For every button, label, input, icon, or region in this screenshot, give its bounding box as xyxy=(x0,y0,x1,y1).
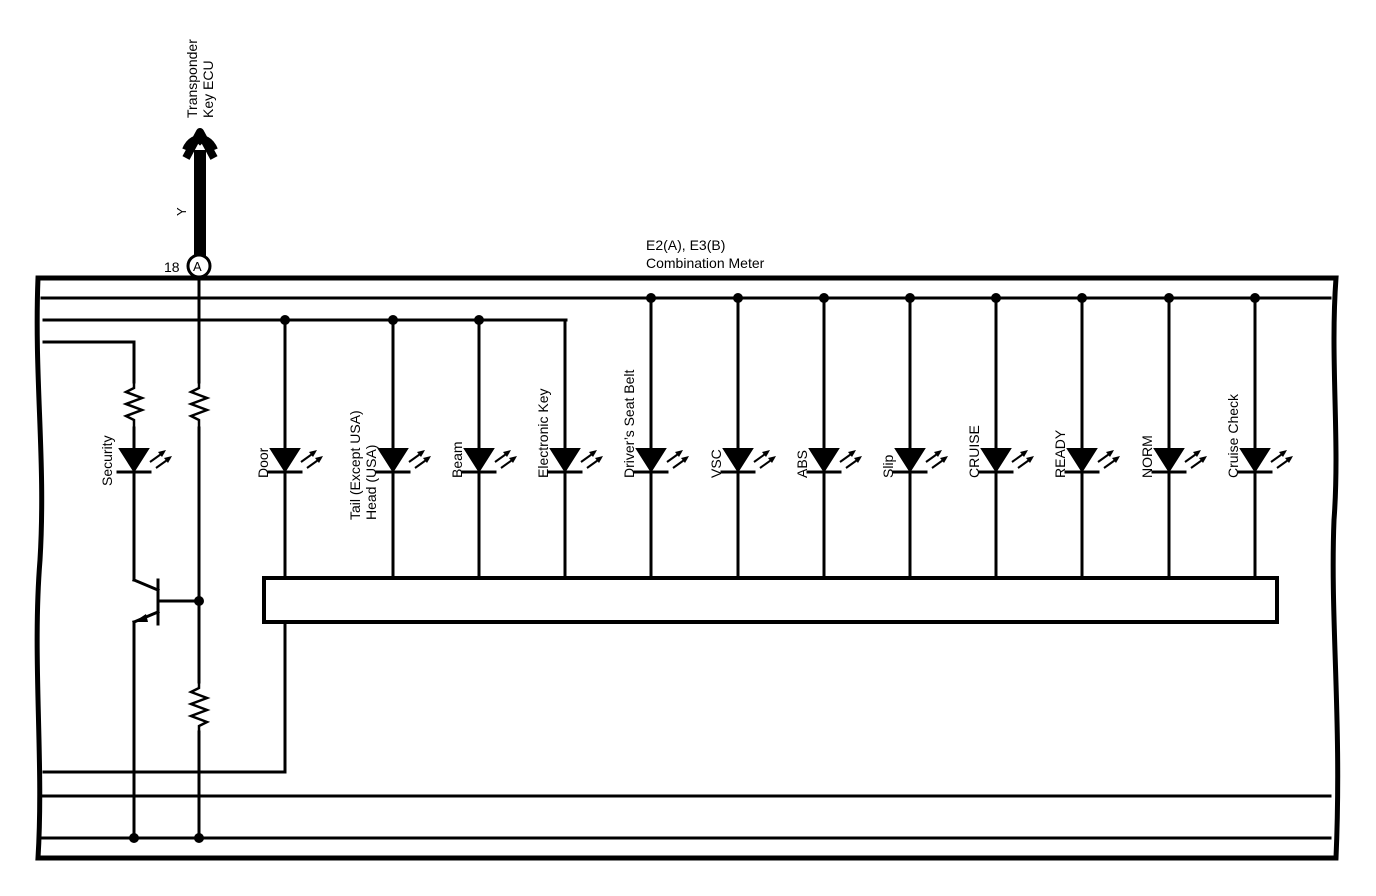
meter-housing-frame xyxy=(34,275,1341,861)
led-icon-cruise-check xyxy=(1237,448,1293,474)
channel-cruise: CRUISE xyxy=(966,293,1034,580)
meter-connectors-label: E2(A), E3(B) xyxy=(646,237,725,253)
channel-vsc: VSC xyxy=(708,293,776,580)
label-door: Door xyxy=(255,447,271,478)
led-icon-ready xyxy=(1064,448,1120,474)
channel-seat-belt: Driver’s Seat Belt xyxy=(621,293,689,580)
led-icon-slip xyxy=(892,448,948,474)
meter-name-label: Combination Meter xyxy=(646,255,765,271)
wire-color-label: Y xyxy=(174,207,189,216)
label-cruise-check: Cruise Check xyxy=(1225,393,1241,478)
security-led-icon xyxy=(116,448,172,474)
label-abs: ABS xyxy=(794,450,810,478)
led-icon-electronic-key xyxy=(547,448,603,474)
led-icon-cruise xyxy=(978,448,1034,474)
led-icon-abs xyxy=(806,448,862,474)
label-tail-head-2: Head (USA) xyxy=(363,445,379,520)
led-icon-norm xyxy=(1151,448,1207,474)
label-tail-head-1: Tail (Except USA) xyxy=(347,410,363,520)
connector-pin-number: 18 xyxy=(164,259,180,275)
label-norm: NORM xyxy=(1139,435,1155,478)
transponder-label-line1: Transponder xyxy=(184,39,200,118)
led-icon-tail-head xyxy=(375,448,431,474)
label-security: Security xyxy=(99,435,115,486)
led-icon-vsc xyxy=(720,448,776,474)
led-icon-beam xyxy=(461,448,517,474)
channel-door: Door xyxy=(255,315,323,580)
door-return-wire xyxy=(42,620,287,774)
channel-slip: Slip xyxy=(880,293,948,580)
resistor-lower xyxy=(187,682,211,732)
label-electronic-key: Electronic Key xyxy=(535,389,551,478)
channel-cruise-check: Cruise Check xyxy=(1225,293,1293,580)
led-icon-door xyxy=(267,448,323,474)
resistor-upper xyxy=(187,382,211,428)
connector-letter: A xyxy=(193,259,202,274)
transponder-cable xyxy=(182,128,218,258)
channel-beam: Beam xyxy=(449,315,517,580)
transistor-icon xyxy=(132,578,201,626)
label-ready: READY xyxy=(1052,429,1068,478)
label-vsc: VSC xyxy=(708,449,724,478)
label-seat-belt: Driver’s Seat Belt xyxy=(621,369,637,478)
led-icon-seat-belt xyxy=(633,448,689,474)
channel-electronic-key: Electronic Key xyxy=(535,318,603,580)
transponder-label-line2: Key ECU xyxy=(200,60,216,118)
indicator-driver-box xyxy=(262,576,1279,624)
label-slip: Slip xyxy=(880,454,896,478)
channel-abs: ABS xyxy=(794,293,862,580)
channel-ready: READY xyxy=(1052,293,1120,580)
security-wire xyxy=(42,340,136,384)
channel-tail-head: Tail (Except USA)Head (USA) xyxy=(347,315,431,580)
security-resistor xyxy=(122,382,146,428)
label-beam: Beam xyxy=(449,441,465,478)
channel-norm: NORM xyxy=(1139,293,1207,580)
label-cruise: CRUISE xyxy=(966,425,982,478)
